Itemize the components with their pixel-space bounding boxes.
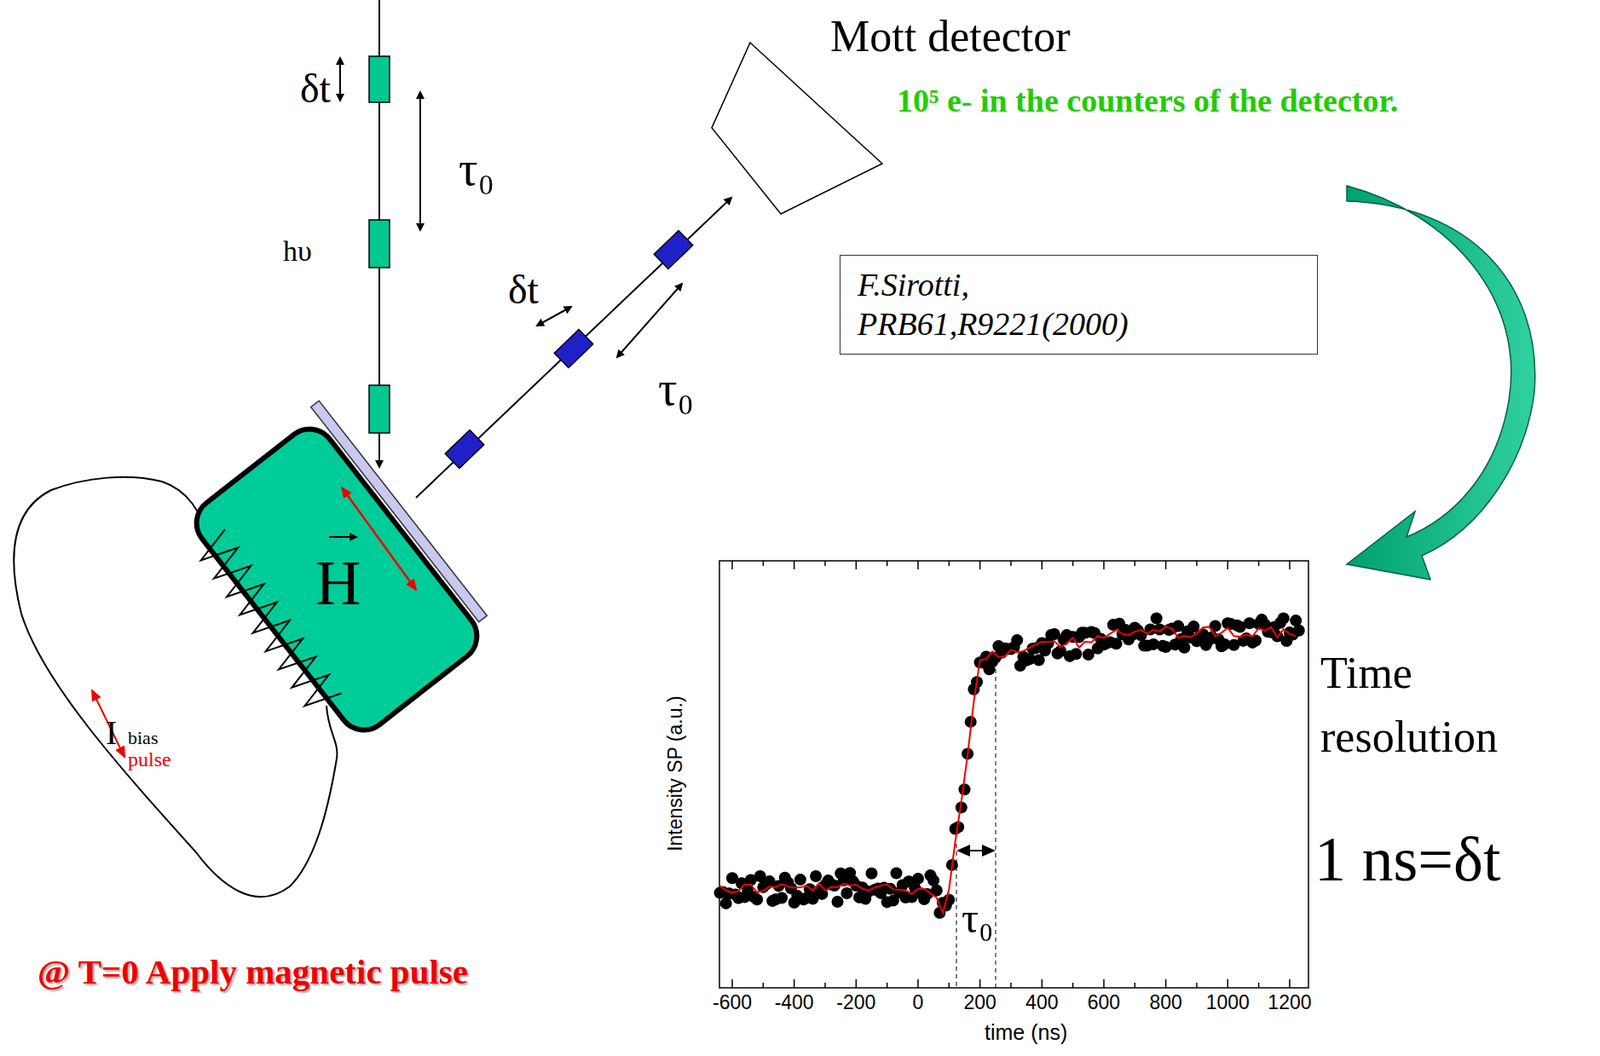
fit-line [720,626,1297,913]
tau-arrow [617,283,682,358]
detector-label: Mott detector [830,11,1071,61]
reference-text: F.Sirotti, [857,265,1300,306]
tau-arrow [419,92,422,231]
electron-pulses [444,230,693,468]
current-subscript: pulse [127,748,172,771]
photon-pulses [369,56,390,434]
dt-label: δt [300,66,331,112]
pulse-note: @ T=0 Apply magnetic pulse [37,953,468,992]
dt-arrow [339,57,341,101]
plot-frame [719,560,1309,988]
tau-label: τ₀ [658,363,694,416]
tick-label: 0 [912,992,925,1014]
dt-arrow [537,306,572,326]
current-arrow [92,690,125,757]
mott-detector [711,42,883,214]
tick-label: 200 [963,992,996,1014]
tick-label: 1000 [1206,992,1250,1014]
vector-arrow [329,536,357,538]
current-subscript: bias [127,727,158,749]
tau-label: τ₀ [458,143,495,197]
resolution-label: Time resolution [1320,641,1525,770]
tick-label: 800 [1149,992,1182,1014]
tick-label: -200 [836,992,876,1014]
curved-arrow [1346,185,1536,580]
axis-title: Intensity SP (a.u.) [664,696,686,852]
resolution-value: 1 ns=δt [1314,825,1501,895]
axis-ticks [732,560,1290,988]
tick-label: -400 [774,992,815,1014]
field-symbol: H [315,545,361,622]
dashed-marker [995,669,997,988]
photon-label: hυ [283,235,312,267]
dt-label: δt [508,267,539,313]
tick-label: 400 [1025,992,1058,1014]
sample [186,418,488,740]
electron-beam [415,197,732,498]
axis-title: time (ns) [984,1021,1068,1046]
sample-label: H [315,545,361,622]
data-points [714,612,1306,920]
tick-label: 1200 [1267,992,1312,1014]
tau-label: τ₀ [961,895,994,942]
current-label: I [105,714,117,752]
tau-arrow [958,849,994,852]
counts-note: 10⁵ e- in the counters of the detector. [896,83,1398,120]
tick-label: 600 [1087,992,1121,1014]
tick-label: -600 [712,992,752,1014]
reference-text: PRB61,R9221(2000) [857,305,1300,345]
sample-film [311,400,487,623]
reference-box: F.Sirotti,PRB61,R9221(2000) [839,254,1318,355]
